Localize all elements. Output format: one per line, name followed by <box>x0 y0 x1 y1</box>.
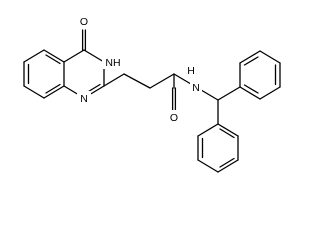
propanamide-chain <box>103 73 197 113</box>
benzhydryl-carbon-bonds <box>195 86 241 125</box>
lower-phenyl-ring <box>197 123 239 173</box>
ring-nh-label: NH <box>105 57 120 69</box>
quinazolinone-benzene-ring <box>23 49 65 99</box>
chemical-structure: O NH N N H O <box>23 14 281 173</box>
amide-oxygen-label: O <box>170 112 178 124</box>
carbonyl-oxygen-label: O <box>80 16 88 28</box>
upper-phenyl-ring <box>239 50 281 100</box>
amide-nitrogen-label: N <box>192 82 200 94</box>
quinazolinone-pyrimidine-ring <box>63 29 105 99</box>
ring-nitrogen-label: N <box>80 93 88 105</box>
amide-hydrogen-label: H <box>187 65 195 77</box>
